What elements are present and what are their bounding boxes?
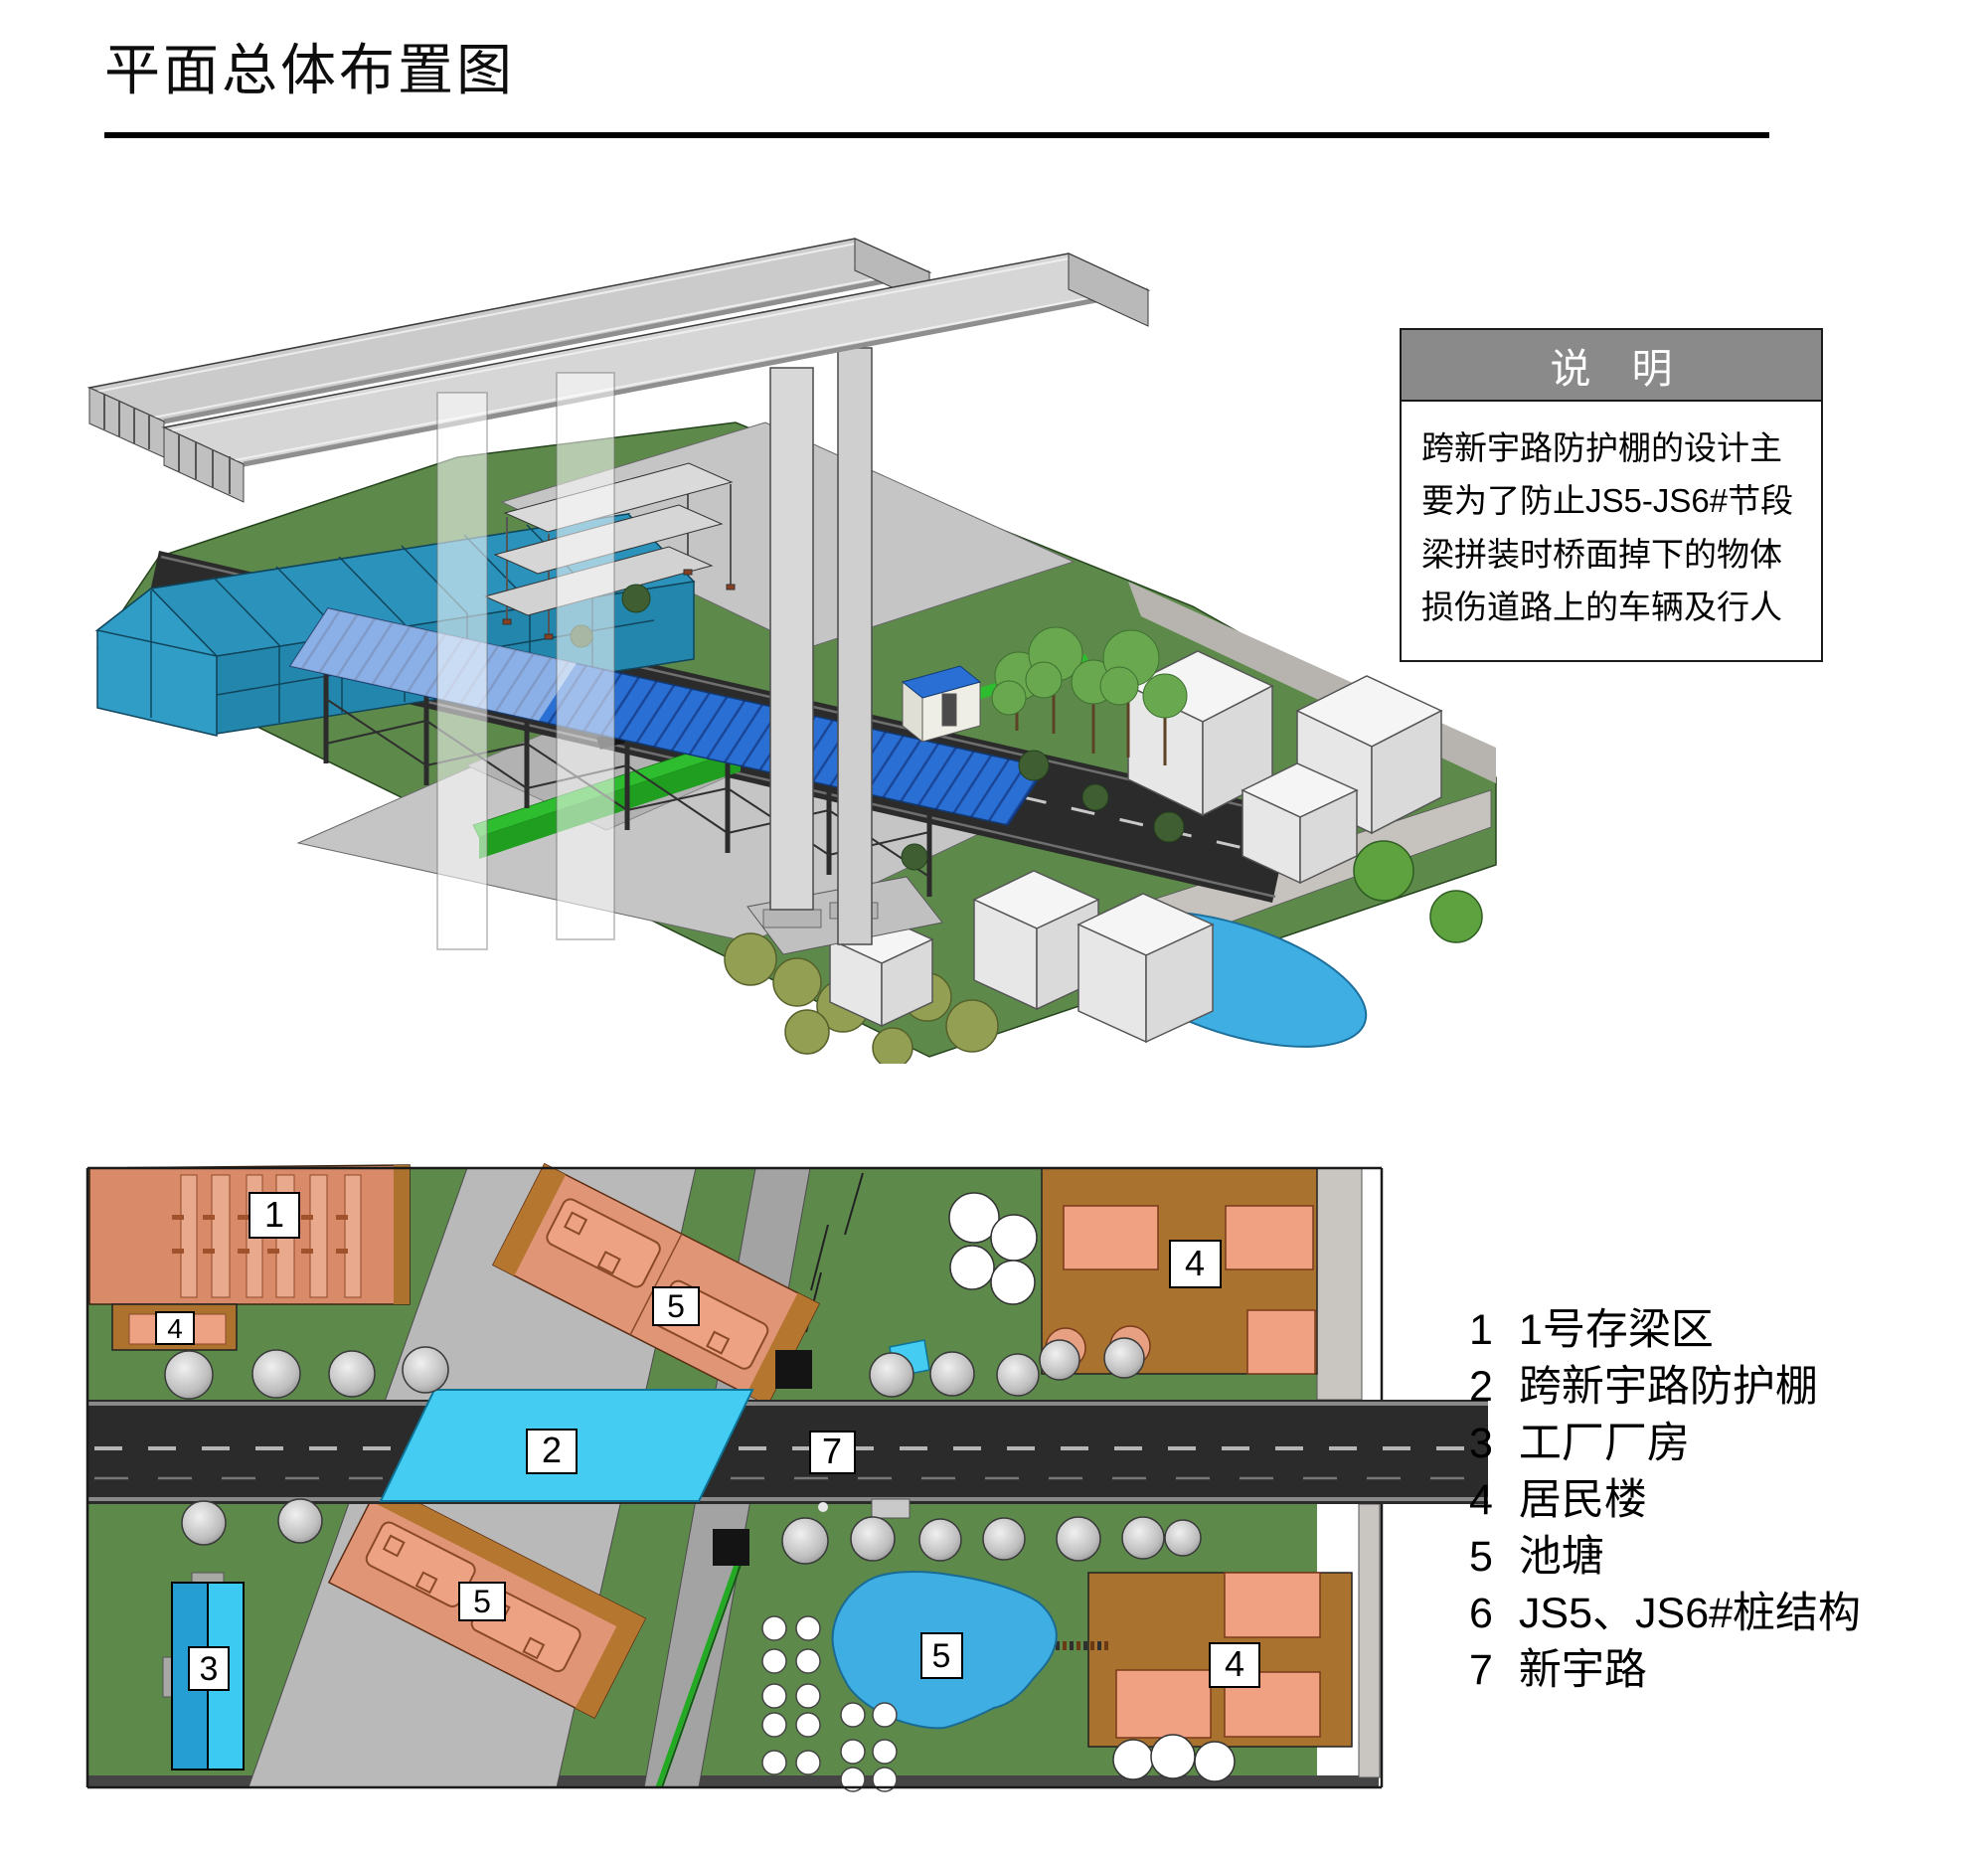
plan-marker-trucks-upper: 5 bbox=[652, 1286, 700, 1326]
plan-marker-shed: 2 bbox=[526, 1429, 578, 1474]
note-box: 说 明 跨新宇路防护棚的设计主要为了防止JS5-JS6#节段梁拼装时桥面掉下的物… bbox=[1400, 328, 1823, 662]
legend-num: 7 bbox=[1469, 1646, 1493, 1694]
legend-item-6: 6 JS5、JS6#桩结构 bbox=[1469, 1592, 1861, 1635]
xinyu-road-plan bbox=[87, 1400, 1488, 1519]
plan-marker-residential-tr: 4 bbox=[1169, 1240, 1222, 1288]
svg-text:5: 5 bbox=[932, 1637, 951, 1675]
legend-num: 1 bbox=[1469, 1306, 1493, 1354]
legend-num: 4 bbox=[1469, 1476, 1493, 1524]
legend-label: 工厂厂房 bbox=[1518, 1420, 1690, 1467]
legend-num: 3 bbox=[1469, 1420, 1493, 1467]
drain-line bbox=[655, 1547, 746, 1788]
svg-text:4: 4 bbox=[1185, 1243, 1205, 1283]
legend-item-5: 5 池塘 bbox=[1469, 1535, 1861, 1579]
svg-text:4: 4 bbox=[1225, 1643, 1244, 1684]
note-box-header: 说 明 bbox=[1402, 330, 1821, 402]
legend-item-4: 4 居民楼 bbox=[1469, 1478, 1861, 1522]
legend-label: 新宇路 bbox=[1518, 1646, 1647, 1694]
side-road-bottom bbox=[1358, 1503, 1381, 1778]
cube bbox=[1241, 762, 1359, 885]
roadside-trees bbox=[164, 1346, 1202, 1565]
plan-marker-area1: 1 bbox=[248, 1192, 300, 1239]
plan-border bbox=[85, 1166, 1384, 1789]
svg-text:2: 2 bbox=[542, 1430, 562, 1470]
trees-3d bbox=[570, 584, 1483, 943]
ghost-piers bbox=[436, 372, 615, 950]
plan-marker-trucks-lower: 5 bbox=[458, 1582, 506, 1621]
legend-label: 居民楼 bbox=[1518, 1476, 1647, 1524]
site-plan-view: 1 4 5 2 7 4 3 5 5 4 bbox=[85, 1163, 1488, 1792]
legend-label: 1号存梁区 bbox=[1518, 1306, 1714, 1354]
legend-label: 池塘 bbox=[1518, 1533, 1604, 1581]
bridge-piers bbox=[746, 347, 943, 955]
title-underline bbox=[104, 132, 1769, 138]
legend-item-2: 2 跨新宇路防护棚 bbox=[1469, 1365, 1861, 1409]
plan-marker-pond: 5 bbox=[920, 1632, 963, 1679]
cloud-trees bbox=[948, 1192, 1236, 1782]
site-3d-view bbox=[86, 238, 1497, 1064]
legend-num: 5 bbox=[1469, 1533, 1493, 1581]
svg-text:5: 5 bbox=[667, 1288, 685, 1324]
svg-text:7: 7 bbox=[822, 1431, 842, 1471]
legend-num: 2 bbox=[1469, 1363, 1493, 1411]
legend-num: 6 bbox=[1469, 1590, 1493, 1637]
legend-label: 跨新宇路防护棚 bbox=[1518, 1363, 1818, 1411]
front-deck bbox=[161, 253, 1151, 503]
hatch-south bbox=[713, 1529, 749, 1566]
note-box-body: 跨新宇路防护棚的设计主要为了防止JS5-JS6#节段梁拼装时桥面掉下的物体损伤道… bbox=[1421, 429, 1794, 626]
legend-item-3: 3 工厂厂房 bbox=[1469, 1422, 1861, 1465]
svg-text:1: 1 bbox=[264, 1194, 284, 1235]
shrub-grid bbox=[761, 1615, 898, 1792]
bridge-decks bbox=[86, 238, 1151, 503]
plan-marker-residential-small: 4 bbox=[155, 1311, 195, 1345]
svg-text:5: 5 bbox=[473, 1584, 491, 1619]
legend-item-1: 1 1号存梁区 bbox=[1469, 1308, 1861, 1352]
legend-label: JS5、JS6#桩结构 bbox=[1518, 1590, 1862, 1637]
residential-zone-br bbox=[1087, 1572, 1353, 1748]
plan-marker-factory: 3 bbox=[188, 1646, 230, 1691]
plan-marker-road: 7 bbox=[809, 1431, 856, 1474]
loading-building-upper bbox=[492, 1163, 820, 1407]
legend-item-7: 7 新宇路 bbox=[1469, 1648, 1861, 1692]
plan-marker-residential-br: 4 bbox=[1209, 1642, 1260, 1688]
side-road-top bbox=[1316, 1167, 1363, 1401]
plan-markers: 1 4 5 2 7 4 3 5 5 4 bbox=[155, 1192, 1260, 1691]
page-title: 平面总体布置图 bbox=[104, 39, 515, 101]
legend: 1 1号存梁区 2 跨新宇路防护棚 3 工厂厂房 4 居民楼 5 池塘 6 JS… bbox=[1469, 1308, 1861, 1705]
svg-text:3: 3 bbox=[200, 1650, 219, 1688]
rear-deck bbox=[86, 238, 932, 458]
guard-booth bbox=[901, 665, 982, 744]
hatch-north bbox=[775, 1350, 812, 1389]
cube bbox=[828, 915, 934, 1028]
cube bbox=[1077, 893, 1215, 1044]
pink-top-trees bbox=[1039, 1325, 1151, 1381]
svg-text:4: 4 bbox=[167, 1313, 183, 1344]
